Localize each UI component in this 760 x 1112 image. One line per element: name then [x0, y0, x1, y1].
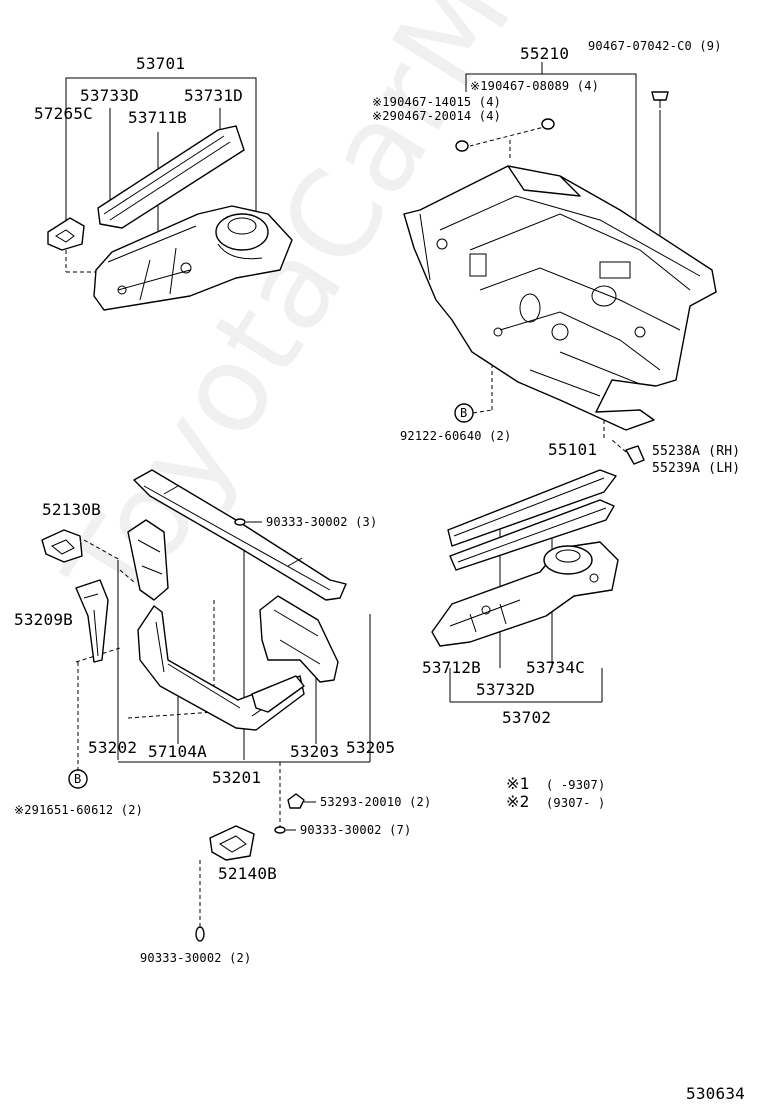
- part-52140B-bracket: [209, 825, 255, 861]
- label-53205[interactable]: 53205: [346, 738, 396, 757]
- label-53209B[interactable]: 53209B: [14, 610, 73, 629]
- label-53202[interactable]: 53202: [88, 738, 138, 757]
- label-53201[interactable]: 53201: [212, 768, 262, 787]
- part-53209B-brace: [75, 579, 109, 663]
- label-57104A[interactable]: 57104A: [148, 742, 207, 761]
- group-53201-leader-lines: [75, 536, 371, 926]
- part-55101-dash-panel: [403, 165, 717, 431]
- label-53733D[interactable]: 53733D: [80, 86, 139, 105]
- bolt-92122-60640: [454, 403, 493, 423]
- part-52130B-bracket: [41, 529, 83, 563]
- part-57265C-bracket: [47, 217, 85, 251]
- label-55238A[interactable]: 55238A (RH): [652, 444, 741, 459]
- label-92122-60640[interactable]: 92122-60640 (2): [400, 429, 512, 443]
- part-55238A-bracket: [611, 439, 645, 465]
- label-53712B[interactable]: 53712B: [422, 658, 481, 677]
- footnote-1-range: ( -9307): [546, 778, 606, 792]
- group-53701-leader-lines: [65, 77, 257, 273]
- label-91651-60612[interactable]: ※291651-60612 (2): [14, 803, 144, 817]
- label-55210[interactable]: 55210: [520, 44, 570, 63]
- label-53711B[interactable]: 53711B: [128, 108, 187, 127]
- bolt-symbol-92122: B: [460, 406, 468, 420]
- label-52130B[interactable]: 52130B: [42, 500, 101, 519]
- label-53293-20010[interactable]: 53293-20010 (2): [320, 795, 432, 809]
- small-fasteners: [195, 518, 316, 942]
- label-90333-30002-2[interactable]: 90333-30002 (2): [140, 951, 252, 965]
- diagram-id: 530634: [686, 1084, 745, 1103]
- bolt-91651-60612: [68, 769, 88, 789]
- label-53732D[interactable]: 53732D: [476, 680, 535, 699]
- label-90467-20014[interactable]: ※290467-20014 (4): [372, 109, 502, 123]
- label-90467-08089[interactable]: ※190467-08089 (4): [470, 79, 600, 93]
- label-53203[interactable]: 53203: [290, 742, 340, 761]
- label-52140B[interactable]: 52140B: [218, 864, 277, 883]
- label-55101[interactable]: 55101: [548, 440, 598, 459]
- label-53702[interactable]: 53702: [502, 708, 552, 727]
- clip-90467-fasteners: [455, 91, 669, 152]
- footnote-2-range: (9307- ): [546, 796, 606, 810]
- label-90467-14015[interactable]: ※190467-14015 (4): [372, 95, 502, 109]
- footnote-1-mark: ※1: [506, 774, 530, 793]
- label-90333-30002-7[interactable]: 90333-30002 (7): [300, 823, 412, 837]
- footnote-2-mark: ※2: [506, 792, 530, 811]
- part-53701-apron: [93, 125, 293, 311]
- bolt-symbol-91651: B: [74, 772, 82, 786]
- label-90333-30002-3[interactable]: 90333-30002 (3): [266, 515, 378, 529]
- label-53731D[interactable]: 53731D: [184, 86, 243, 105]
- part-53702-apron: [431, 469, 619, 647]
- label-53734C[interactable]: 53734C: [526, 658, 585, 677]
- label-53701[interactable]: 53701: [136, 54, 186, 73]
- label-55239A[interactable]: 55239A (LH): [652, 461, 741, 476]
- part-53201-radiator-support: [127, 469, 347, 731]
- label-57265C[interactable]: 57265C: [34, 104, 93, 123]
- label-90467-07042[interactable]: 90467-07042-C0 (9): [588, 39, 722, 53]
